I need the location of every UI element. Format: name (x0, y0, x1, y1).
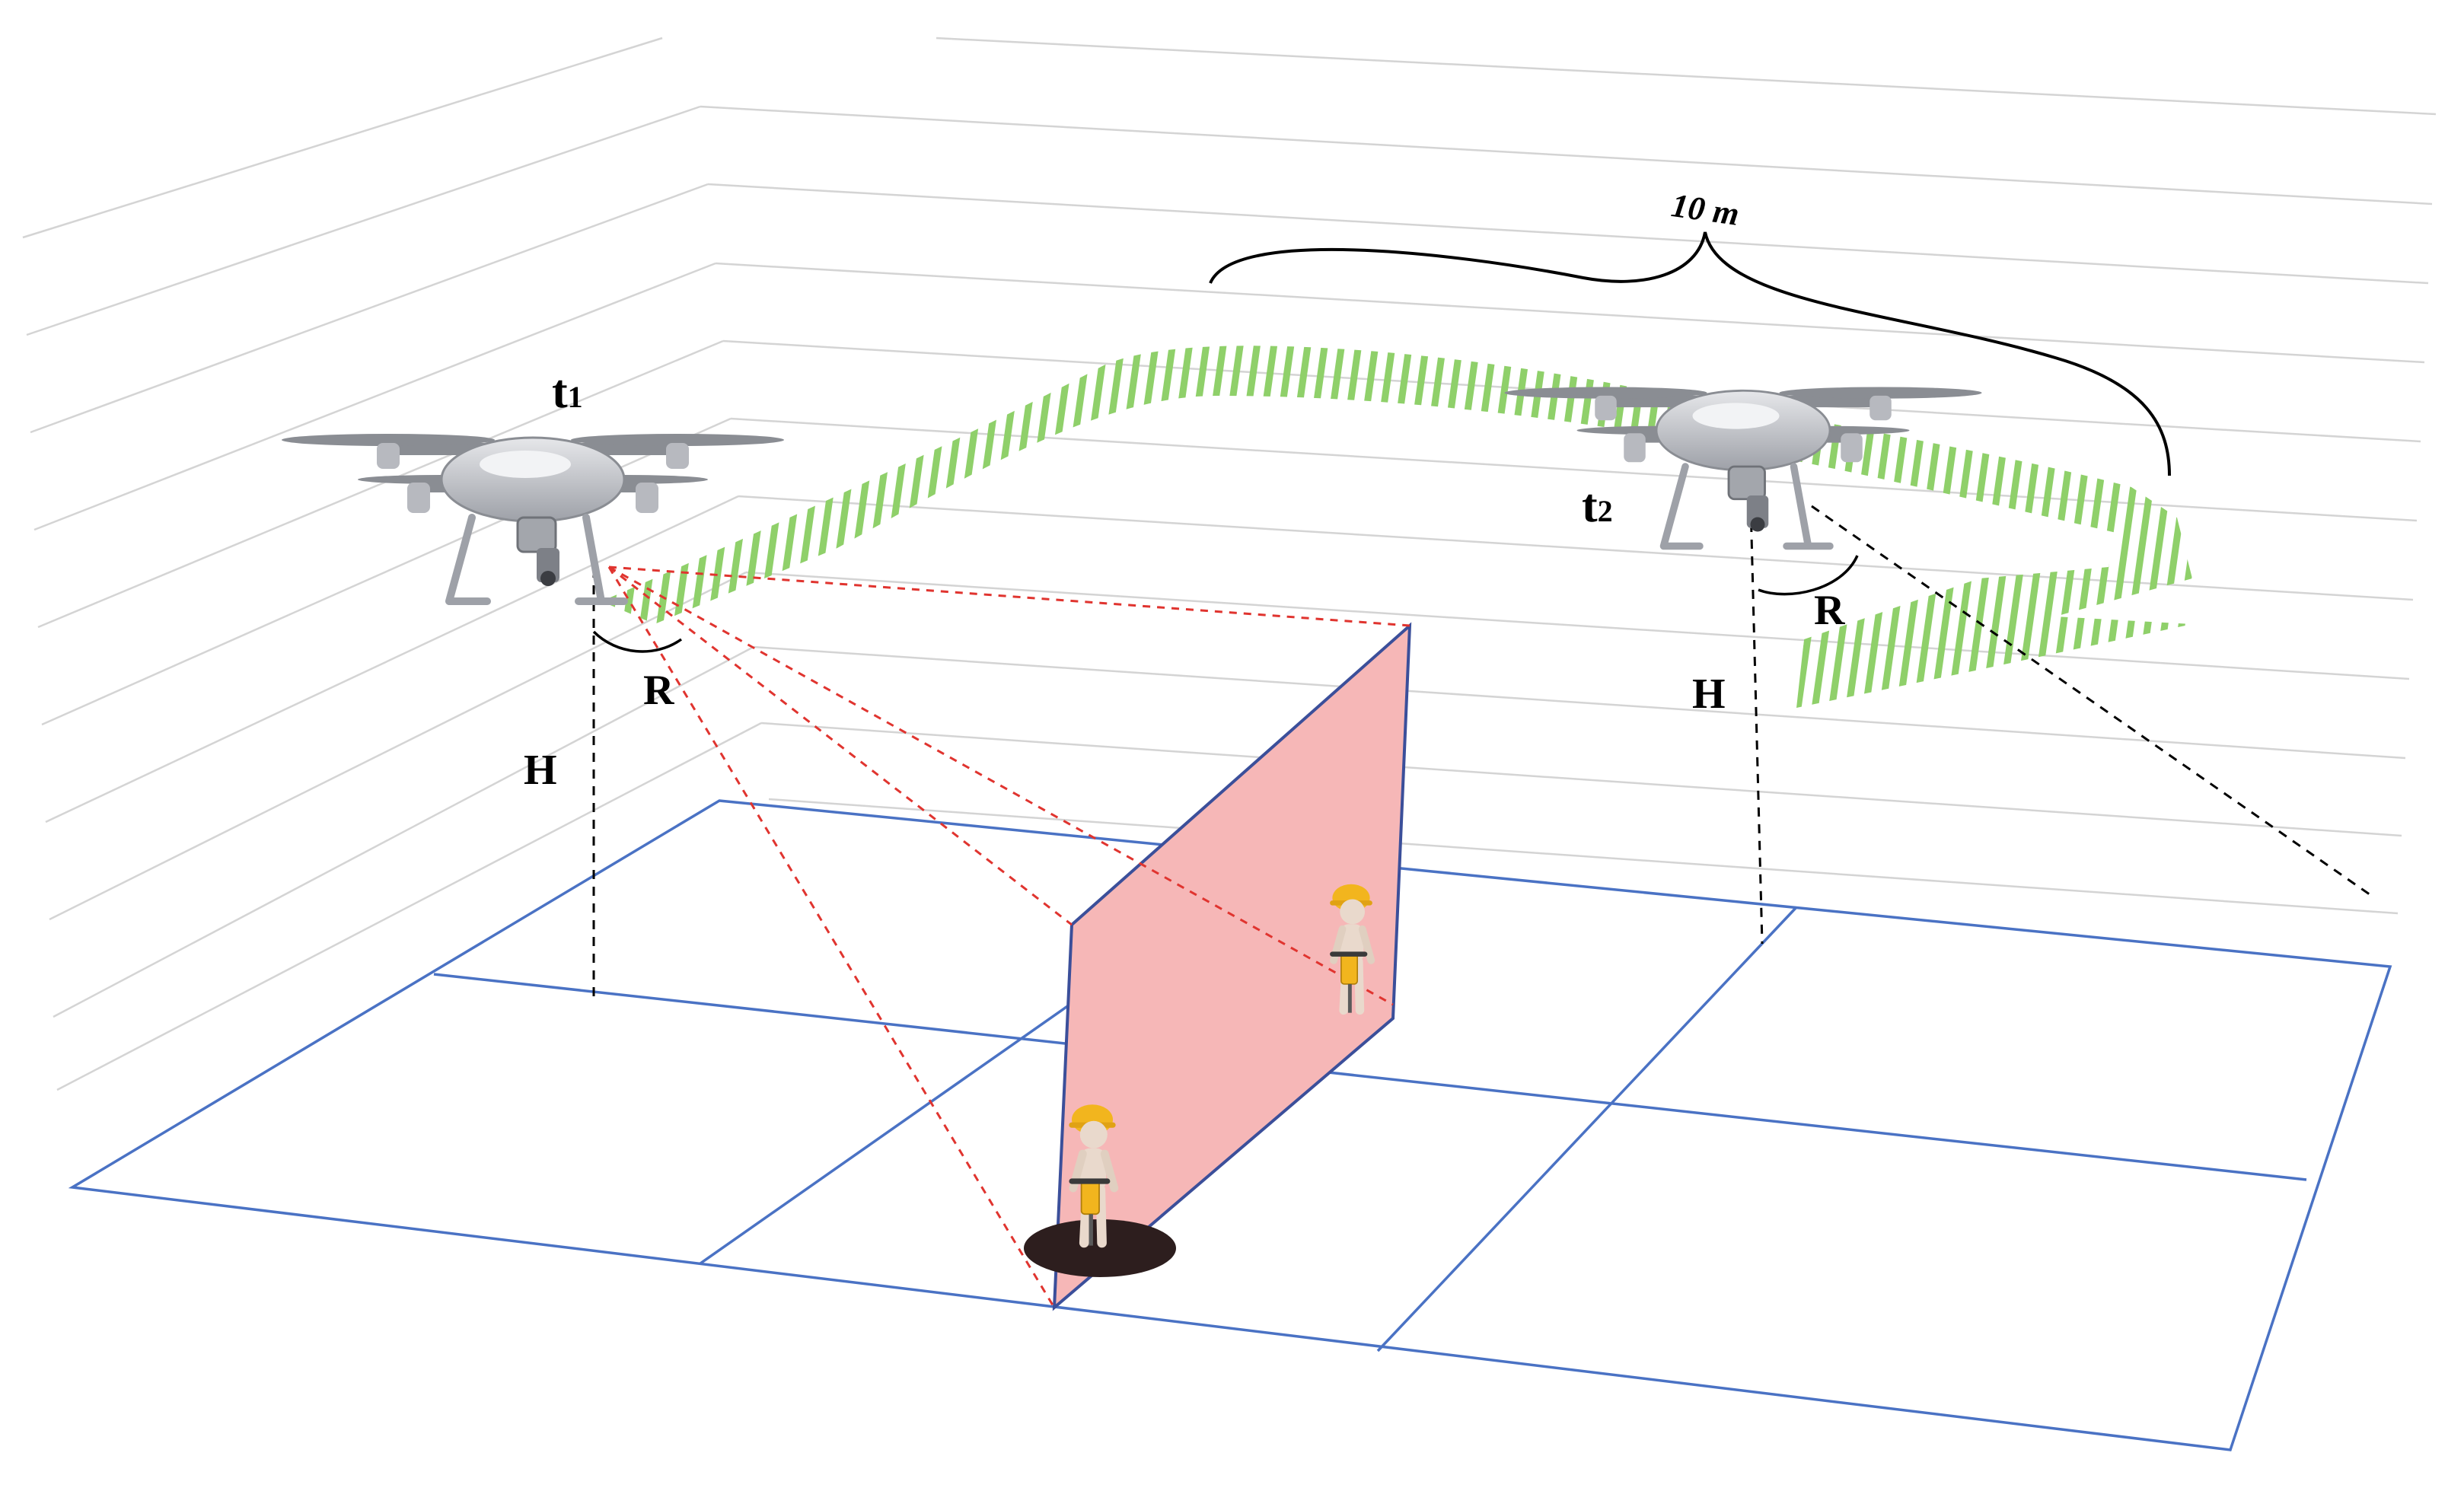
dashed-vertical-lines (592, 505, 2376, 997)
rotation-label-right: R (1814, 587, 1845, 634)
time-label-t1: t1 (552, 366, 583, 418)
time-label-t2: t2 (1582, 480, 1613, 532)
angle-arc-right (1758, 555, 1859, 596)
rubble-patch (1024, 1219, 1176, 1277)
distance-brace (1209, 231, 2171, 476)
height-label-left: H (524, 747, 557, 794)
distance-label: 10 m (1669, 186, 1742, 233)
rotation-label-left: R (643, 667, 674, 714)
angle-arc-left (592, 630, 683, 653)
sight-lines (607, 565, 1411, 1308)
height-label-right: H (1692, 671, 1726, 718)
view-plane (1052, 622, 1412, 1311)
